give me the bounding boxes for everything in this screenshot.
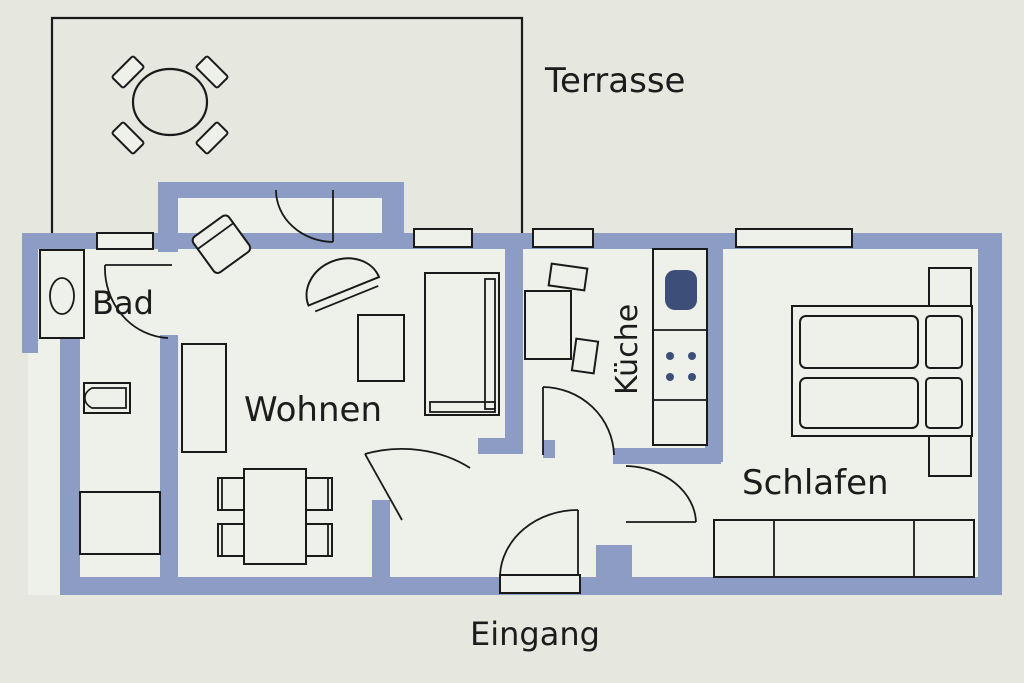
- bedroom-furniture: [625, 267, 975, 578]
- interior-walls: [160, 240, 723, 585]
- living-furniture: [181, 214, 500, 565]
- room-label-terrace: Terrasse: [544, 61, 685, 101]
- windows: [96, 228, 853, 250]
- room-label-kitchen: Küche: [610, 304, 645, 395]
- terrace-outline: [50, 16, 524, 235]
- terrace-table: [111, 55, 229, 155]
- room-label-living: Wohnen: [244, 390, 382, 430]
- room-label-bedroom: Schlafen: [742, 463, 889, 503]
- entrance-door: [499, 509, 581, 594]
- kitchen-fixtures: [524, 248, 708, 456]
- terrace-door: [275, 189, 334, 243]
- room-label-bath: Bad: [92, 284, 154, 322]
- bath-fixtures: [39, 249, 172, 555]
- room-label-entrance: Eingang: [470, 615, 600, 653]
